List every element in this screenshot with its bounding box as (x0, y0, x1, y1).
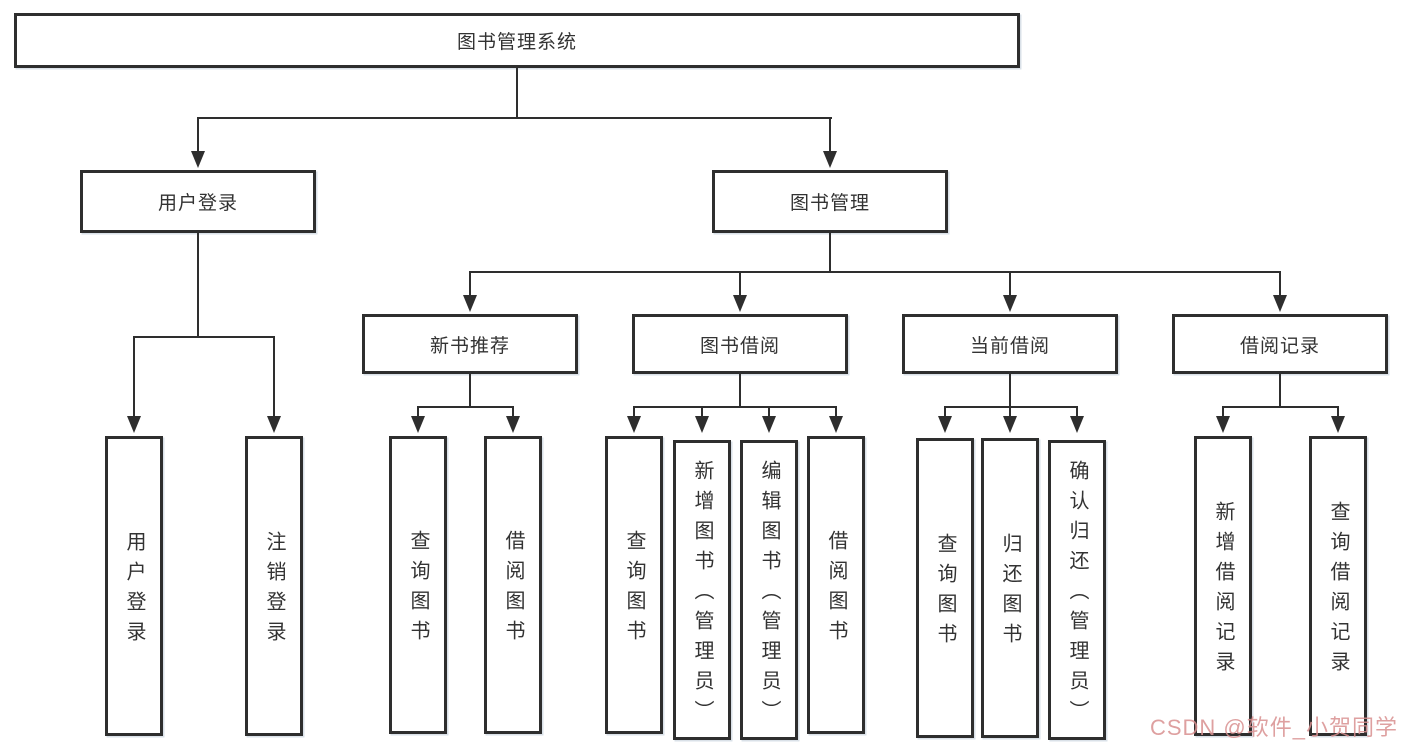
arrow-down-icon (823, 117, 837, 168)
arrow-down-icon (411, 408, 425, 433)
leaf-query-books-1: 查询图书 (389, 436, 447, 734)
connector-hline (133, 336, 275, 338)
arrow-down-icon (829, 408, 843, 433)
connector-vline (739, 373, 741, 408)
leaf-query-books-3: 查询图书 (916, 438, 974, 738)
leaf-query-borrow-record: 查询借阅记录 (1309, 436, 1367, 736)
node-user-login: 用户登录 (80, 170, 316, 233)
arrow-down-icon (1003, 408, 1017, 433)
arrow-down-icon (938, 408, 952, 433)
node-book-management: 图书管理 (712, 170, 948, 233)
leaf-borrow-books-1: 借阅图书 (484, 436, 542, 734)
node-book-borrow: 图书借阅 (632, 314, 848, 374)
arrow-down-icon (191, 117, 205, 168)
leaf-user-login: 用户登录 (105, 436, 163, 736)
connector-vline (469, 373, 471, 408)
arrow-down-icon (1331, 408, 1345, 433)
arrow-down-icon (1003, 272, 1017, 312)
connector-vline (1009, 373, 1011, 408)
connector-hline (1222, 406, 1339, 408)
watermark: CSDN @软件_小贺同学 (1149, 715, 1398, 740)
leaf-add-book-admin: 新增图书（管理员） (673, 440, 731, 740)
connector-hline (197, 117, 832, 119)
node-current-borrow: 当前借阅 (902, 314, 1118, 374)
arrow-down-icon (695, 408, 709, 433)
arrow-down-icon (506, 408, 520, 433)
node-borrow-records: 借阅记录 (1172, 314, 1388, 374)
arrow-down-icon (1216, 408, 1230, 433)
leaf-logout-login: 注销登录 (245, 436, 303, 736)
connector-vline (516, 68, 518, 118)
connector-vline (197, 232, 199, 338)
node-new-book-recommend: 新书推荐 (362, 314, 578, 374)
leaf-query-books-2: 查询图书 (605, 436, 663, 734)
arrow-down-icon (733, 272, 747, 312)
connector-hline (417, 406, 514, 408)
connector-hline (633, 406, 837, 408)
arrow-down-icon (127, 337, 141, 433)
leaf-edit-book-admin: 编辑图书（管理员） (740, 440, 798, 740)
node-root: 图书管理系统 (14, 13, 1020, 68)
arrow-down-icon (762, 408, 776, 433)
leaf-confirm-return-admin: 确认归还（管理员） (1048, 440, 1106, 740)
arrow-down-icon (627, 408, 641, 433)
arrow-down-icon (267, 337, 281, 433)
connector-hline (469, 271, 1281, 273)
connector-vline (829, 232, 831, 273)
arrow-down-icon (1070, 408, 1084, 433)
leaf-add-borrow-record: 新增借阅记录 (1194, 436, 1252, 736)
leaf-return-book: 归还图书 (981, 438, 1039, 738)
leaf-borrow-books-2: 借阅图书 (807, 436, 865, 734)
arrow-down-icon (1273, 272, 1287, 312)
arrow-down-icon (463, 272, 477, 312)
connector-vline (1279, 373, 1281, 408)
connector-hline (944, 406, 1078, 408)
